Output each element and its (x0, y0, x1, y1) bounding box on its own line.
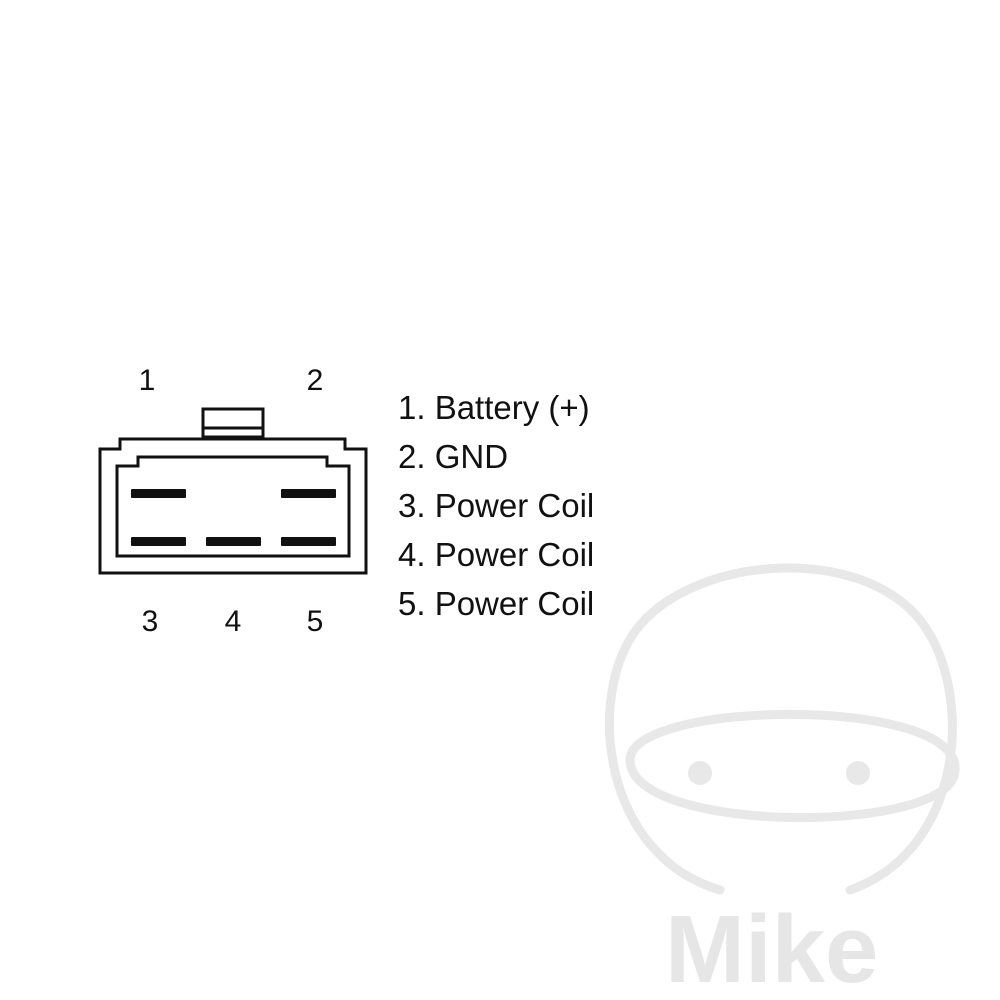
connector-latch (201, 407, 265, 439)
pin-terminal-2 (281, 489, 336, 498)
connector-inner-cavity (115, 455, 351, 558)
watermark: Mike (604, 563, 960, 1000)
pin-terminal-3 (131, 537, 186, 546)
legend-item: 3. Power Coil (398, 487, 594, 524)
helmet-icon (604, 563, 960, 895)
legend-item: 1. Battery (+) (398, 389, 590, 426)
pin-terminal-4 (206, 537, 261, 546)
watermark-text: Mike (665, 896, 878, 1000)
pin-terminal-5 (281, 537, 336, 546)
pin-terminals (131, 489, 336, 546)
legend-item: 4. Power Coil (398, 536, 594, 573)
pin-label-1: 1 (139, 364, 156, 397)
legend-item: 5. Power Coil (398, 585, 594, 622)
pin-label-3: 3 (142, 605, 159, 638)
legend-item: 2. GND (398, 438, 508, 475)
pin-terminal-1 (131, 489, 186, 498)
pin-legend: 1. Battery (+) 2. GND 3. Power Coil 4. P… (398, 389, 594, 622)
pin-label-4: 4 (225, 605, 242, 638)
pin-label-5: 5 (307, 605, 324, 638)
connector-outer-housing (98, 437, 368, 575)
pin-label-2: 2 (307, 364, 324, 397)
pin-labels: 1 2 3 4 5 (139, 364, 324, 638)
connector (98, 407, 368, 575)
